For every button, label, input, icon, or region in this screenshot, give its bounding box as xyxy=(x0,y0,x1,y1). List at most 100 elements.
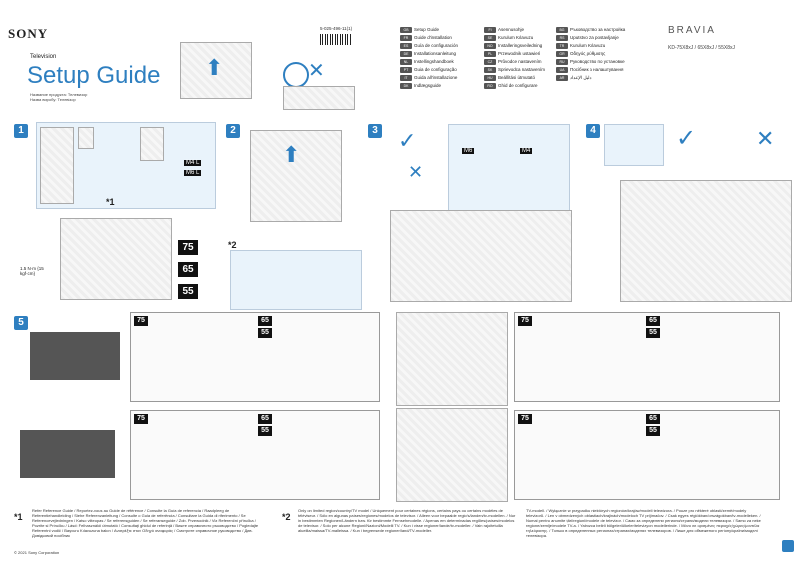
language-code: HU xyxy=(484,75,496,81)
tv-box-illustration xyxy=(60,218,172,300)
size-75: 75 xyxy=(178,240,198,255)
part-label: M6 L xyxy=(184,170,202,176)
language-label: Uputstvo za postavljanje xyxy=(570,35,619,40)
stand-feet-illustration xyxy=(40,127,74,204)
language-code: BG xyxy=(556,27,568,33)
step-1-badge: 1 xyxy=(14,124,28,138)
language-code: FR xyxy=(400,35,412,41)
category-label: Television xyxy=(30,54,57,60)
language-label: Installeringsveiledning xyxy=(498,43,543,48)
language-code: AR xyxy=(556,75,568,81)
size-65: 65 xyxy=(178,262,198,277)
size-badge: 55 xyxy=(258,426,272,436)
warning-panel xyxy=(604,124,664,166)
footnote-marker: *2 xyxy=(282,512,291,522)
language-code: DE xyxy=(400,51,412,57)
language-label: Guida all'installazione xyxy=(414,75,458,80)
product-line: BRAVIA xyxy=(668,25,716,36)
language-code: PL xyxy=(484,51,496,57)
size-badge: 65 xyxy=(646,316,660,326)
manual-illustration xyxy=(78,127,94,149)
size-badge: 65 xyxy=(258,316,272,326)
up-arrow-icon: ⬆ xyxy=(282,142,301,167)
size-badge: 75 xyxy=(518,414,532,424)
language-label: Ръководство за настройка xyxy=(570,27,626,32)
footnote-marker: *1 xyxy=(106,197,115,207)
language-code: UA xyxy=(556,67,568,73)
size-badge: 65 xyxy=(258,414,272,424)
language-label: Sprievodca nastavením xyxy=(498,67,546,72)
language-code: SK xyxy=(484,67,496,73)
model-numbers: KD-75X8xJ / 65X8xJ / 55X8xJ xyxy=(668,45,735,51)
subtitle-line: Назва виробу: Телевізор xyxy=(30,97,76,102)
language-label: Guia de configuração xyxy=(414,67,457,72)
recycle-icon xyxy=(782,540,794,552)
stand-panel-row2-left xyxy=(130,410,380,500)
cross-icon: ✕ xyxy=(756,126,775,151)
stand-install-illustration xyxy=(390,210,572,302)
language-label: Kurulum Kılavuzu xyxy=(570,43,606,48)
tv-rear-illustration xyxy=(396,408,508,502)
subtitle: Назвaние продукта: Телевизор Назва вироб… xyxy=(30,92,87,102)
cross-icon: ✕ xyxy=(408,162,424,182)
tv-front-illustration xyxy=(20,430,115,478)
language-label: Asennusohje xyxy=(498,27,525,32)
stand-panel-row1-left xyxy=(130,312,380,402)
language-label: Průvodce nastavením xyxy=(498,59,542,64)
language-label: Οδηγός ρύθμισης xyxy=(570,51,606,56)
cross-icon: ✕ xyxy=(308,60,325,82)
language-code: NL xyxy=(400,59,412,65)
subtitle-line: Назвaние продукта: Телевизор xyxy=(30,92,88,97)
language-label: Przewodnik ustawień xyxy=(498,51,541,56)
footnote-2: Only on limited region/country/TV model … xyxy=(298,508,516,533)
unpack-illustration xyxy=(250,130,342,222)
footnote-1: Refer Reference Guide / Reportez-vous au… xyxy=(32,508,259,538)
size-badge: 55 xyxy=(258,328,272,338)
size-badge: 65 xyxy=(646,414,660,424)
language-label: Guide d'installation xyxy=(414,35,452,40)
size-badge: 75 xyxy=(518,316,532,326)
sony-logo: SONY xyxy=(8,26,49,41)
language-code: GR xyxy=(556,51,568,57)
language-code: NO xyxy=(484,43,496,49)
part-label: M4 L xyxy=(184,160,202,166)
footnote-marker: *1 xyxy=(14,512,23,522)
size-badge: 55 xyxy=(646,328,660,338)
barcode xyxy=(320,34,352,45)
language-label: دليل الإعداد xyxy=(570,75,592,80)
step-2-badge: 2 xyxy=(226,124,240,138)
footnote-marker: *2 xyxy=(228,240,237,250)
language-code: RO xyxy=(484,83,496,89)
copyright: © 2021 Sony Corporation xyxy=(14,550,60,555)
language-label: Installationsanleitung xyxy=(414,51,457,56)
stand-attach-panel xyxy=(448,124,570,211)
no-tools-icon xyxy=(283,62,309,88)
language-code: SE xyxy=(484,35,496,41)
size-badge: 75 xyxy=(134,414,148,424)
part-label: M4 xyxy=(520,148,533,154)
footnote-3: TV-modell. / Wyłącznie w przypadku niekt… xyxy=(526,508,761,538)
language-code: PT xyxy=(400,67,412,73)
stand-panel-row2-right xyxy=(514,410,780,500)
language-code: IT xyxy=(400,75,412,81)
stand-panel-row1-right xyxy=(514,312,780,402)
language-code: DK xyxy=(400,83,412,89)
check-icon: ✓ xyxy=(398,128,417,153)
language-code: RU xyxy=(556,59,568,65)
